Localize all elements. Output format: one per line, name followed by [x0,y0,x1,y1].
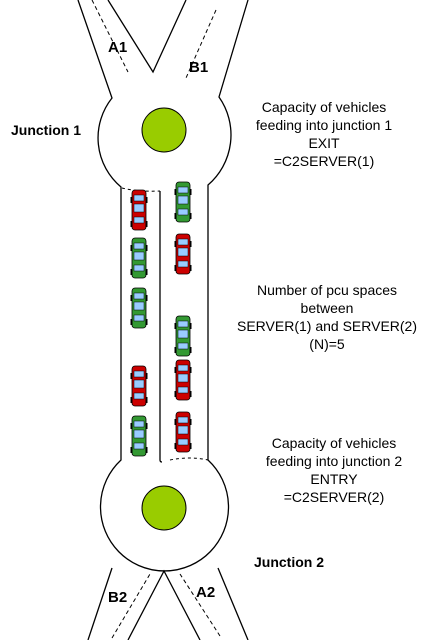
exit-note-line: =C2SERVER(1) [273,153,375,169]
vehicle-left-1 [130,189,148,231]
vehicle-left-5 [130,415,148,457]
arm-a2-divider [179,573,221,637]
vehicle-right-3 [174,315,192,357]
entry-note-line: ENTRY [310,471,358,487]
lower-approach-inner-edge [127,569,201,640]
queued-vehicles [130,181,192,457]
entry-note-line: =C2SERVER(2) [283,489,385,505]
lower-approach-left-edge [87,567,113,640]
junction1-exit-stopline [121,187,161,192]
entry-note-line: Capacity of vehicles [271,435,397,451]
arm-a1-label: A1 [108,39,128,56]
vehicle-left-2 [130,237,148,279]
arm-b1-label: B1 [189,59,209,76]
arm-a2-label: A2 [196,584,216,601]
junction2-island [141,485,187,531]
junction1-island [141,107,187,153]
exit-note-line: feeding into junction 1 [255,117,393,133]
vehicle-left-3 [130,287,148,329]
junction1-label: Junction 1 [11,122,82,138]
upper-approach-inner-edge [107,0,187,74]
exit-capacity-note: Capacity of vehicles feeding into juncti… [234,98,414,170]
arm-b1-divider [185,9,217,79]
vehicle-right-5 [174,411,192,453]
exit-note-line: EXIT [308,135,340,151]
junction2-entry-stopline [169,457,209,461]
central-median [159,191,163,463]
spaces-note-line: between [300,300,354,316]
spaces-note-line: SERVER(1) and SERVER(2) [237,318,417,334]
pcu-spaces-note: Number of pcu spaces between SERVER(1) a… [222,281,432,353]
entry-note-line: feeding into junction 2 [265,453,403,469]
arm-a1-divider [91,0,129,73]
arm-b2-divider [111,573,151,639]
vehicle-right-2 [174,233,192,275]
spaces-note-line: (N)=5 [309,336,345,352]
vehicle-left-4 [130,365,148,407]
spaces-note-line: Number of pcu spaces [256,282,398,298]
lower-approach-right-edge [217,567,249,640]
exit-note-line: Capacity of vehicles [261,99,387,115]
vehicle-right-1 [174,181,192,223]
vehicle-right-4 [174,359,192,401]
junction2-label: Junction 2 [254,554,325,570]
arm-b2-label: B2 [108,589,128,606]
entry-capacity-note: Capacity of vehicles feeding into juncti… [244,434,424,506]
